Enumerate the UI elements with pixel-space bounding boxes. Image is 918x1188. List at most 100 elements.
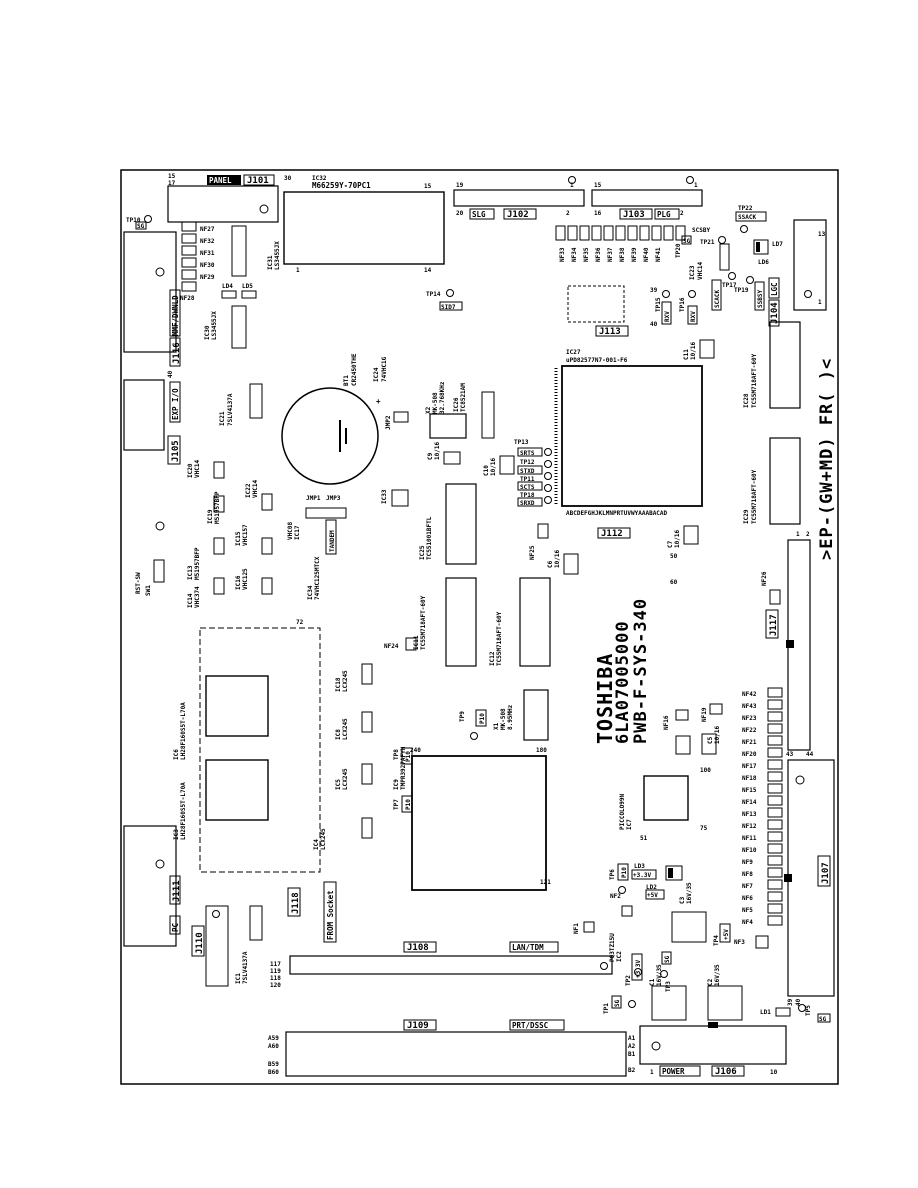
ic7-ref: IC7 [626, 819, 633, 830]
from-socket-outline [199, 627, 321, 873]
ld4-led [221, 290, 237, 299]
c3-val: 16V/35 [686, 882, 693, 904]
tp9-pad [470, 732, 478, 740]
ic18-part: LCX245 [342, 670, 349, 692]
nf-label: NF13 [742, 811, 757, 818]
c1-val: 16V/35 [656, 964, 663, 986]
ic9-chip [411, 755, 547, 891]
nf-label: NF6 [742, 895, 753, 902]
sw1-label: SW1 [145, 585, 152, 596]
pc-label-box [169, 915, 181, 935]
p5v-label: +5V [647, 892, 658, 899]
j104-pin1-marker [804, 290, 812, 298]
top-noise-filters [555, 225, 686, 241]
pin-label: A60 [268, 1043, 279, 1050]
tp10-pad [144, 215, 152, 223]
c5-val: 10/16 [714, 726, 721, 744]
pin-label: 240 [410, 747, 421, 754]
ld3-led-inner [668, 868, 673, 878]
ic32-ref: IC32 [312, 175, 327, 182]
c2-val: 16V/35 [714, 964, 721, 986]
tp15-label: TP15 [655, 297, 662, 312]
j106-label-box [711, 1065, 745, 1077]
power-label-box [659, 1065, 701, 1077]
nf-label: NF28 [180, 295, 195, 302]
nf-label: NF18 [742, 775, 757, 782]
j110-pin1-marker [212, 910, 220, 918]
tp2-label: TP2 [625, 975, 632, 986]
ld5-led [241, 290, 257, 299]
j117-label-box [765, 609, 779, 639]
pin-label: 20 [456, 210, 464, 217]
nf25-filter [537, 523, 549, 539]
pin-label: 19 [456, 182, 464, 189]
ic3-chip [205, 759, 269, 821]
pin-label: 16 [594, 210, 602, 217]
board-outline [120, 169, 839, 1085]
part-number: 6LA07005000 [613, 620, 633, 744]
exp-io-connector [123, 379, 165, 451]
slg-label-box [469, 208, 495, 220]
prt-dssc-label-box [509, 1019, 565, 1031]
pin-label: 75 [700, 825, 708, 832]
p10-box [617, 863, 629, 881]
ic5-part: LCX245 [342, 768, 349, 790]
j110-label: J110 [195, 932, 205, 954]
c6-capacitor [563, 553, 579, 575]
ic19-part: M51957BFP [214, 491, 221, 524]
nf-label: NF15 [742, 787, 757, 794]
tandem-box [325, 519, 337, 555]
ic4-part: LCX245 [320, 828, 327, 850]
pin-label: 40 [650, 321, 658, 328]
ic21-part: 7SLV4137A [227, 393, 234, 426]
tp5-pad [798, 1004, 806, 1012]
j110-label-box [191, 925, 205, 957]
ssbsy-label: SSBSY [757, 290, 764, 308]
mmf-dwnld-label-box [169, 289, 181, 337]
p3v3-box [631, 953, 643, 981]
slg-label: SLG [472, 210, 486, 219]
j111-connector [123, 825, 177, 947]
c11-capacitor [699, 339, 715, 359]
nf-label: NF5 [742, 907, 753, 914]
nf-label: NF38 [619, 247, 626, 262]
sg-label: SG [683, 238, 691, 245]
pin-label: B60 [268, 1069, 279, 1076]
ic5-chip [361, 763, 373, 785]
c7-label: C7 [667, 540, 674, 548]
j116-connector [123, 231, 177, 353]
tp11-label: TP11 [520, 476, 535, 483]
pin-label: B1 [628, 1051, 636, 1058]
pin-label: A2 [628, 1043, 636, 1050]
pin-label: 40 [795, 998, 802, 1006]
ic24-ref: IC24 [373, 367, 380, 382]
jmp2-label: JMP2 [385, 415, 392, 430]
nf24-filter [405, 637, 417, 651]
sg-label: SG [137, 223, 145, 230]
ic6-chip [205, 675, 269, 737]
nf-label: NF30 [200, 262, 215, 269]
tp17-pad [728, 272, 736, 280]
c3-capacitor [671, 911, 707, 943]
tp1-pad [628, 1000, 636, 1008]
rxv-label: RXV [690, 311, 697, 322]
panel-label: PANEL [209, 176, 232, 185]
stxd-label: STXD [520, 468, 535, 475]
pin-label: 14 [424, 267, 432, 274]
ic31-ref: IC31 [267, 255, 274, 270]
nf-label: NF26 [761, 571, 768, 586]
x2-ref: X2 [425, 406, 432, 414]
plg-label: PLG [657, 210, 671, 219]
ic32-chip [283, 191, 445, 265]
j101-label-box [243, 174, 275, 186]
p5v-label: +5V [723, 929, 730, 940]
p10-label: P10 [405, 751, 412, 762]
j113-label-box [595, 325, 629, 337]
nf-label: NF27 [200, 226, 215, 233]
c1-capacitor [651, 985, 687, 1021]
nf-label: NF19 [701, 707, 708, 722]
j109-connector [285, 1031, 627, 1077]
sg-box [817, 1013, 831, 1023]
nf16-cap [675, 735, 691, 755]
ic13-ref: IC13 [187, 565, 194, 580]
